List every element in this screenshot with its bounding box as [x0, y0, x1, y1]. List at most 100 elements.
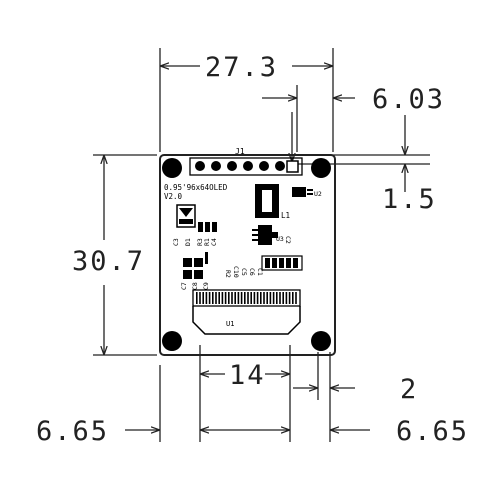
- label-d1: D1: [184, 238, 192, 246]
- fpc-pin: [288, 292, 291, 304]
- label-r2: R2: [224, 270, 232, 278]
- dim-label-bottom-left: 6.65: [36, 416, 109, 447]
- label-c8: C8: [191, 282, 199, 290]
- capacitor-c9b: [194, 270, 203, 279]
- fpc-pin: [244, 292, 246, 304]
- fpc-pin: [202, 292, 204, 304]
- label-u1: U1: [226, 320, 234, 328]
- capacitor-c8: [183, 270, 192, 279]
- fpc-pin: [218, 292, 220, 304]
- fpc-pin: [256, 292, 259, 304]
- fpc-connector-u1: [192, 289, 301, 335]
- dim-label-top-width: 27.3: [205, 52, 278, 83]
- capacitor-c7: [183, 258, 192, 267]
- chip-u3-pin: [252, 234, 258, 236]
- fpc-pin: [272, 292, 275, 304]
- mounting-hole-top-left: [162, 158, 182, 178]
- resistor-r3: [198, 222, 203, 232]
- fpc-pin: [224, 292, 227, 304]
- mounting-holes: [162, 158, 331, 351]
- header-pin-square: [286, 160, 299, 173]
- dim-label-bottom-center: 14: [229, 360, 266, 391]
- label-c9: C9: [202, 282, 210, 290]
- fpc-pin: [208, 292, 211, 304]
- fpc-pin: [199, 292, 201, 304]
- label-c1: C1: [256, 268, 264, 276]
- dim-label-right-small: 1.5: [382, 184, 437, 215]
- header-outline: [189, 157, 303, 176]
- fpc-pin: [282, 292, 284, 304]
- fpc-pin: [237, 292, 240, 304]
- resistor-r1: [205, 222, 210, 232]
- chip-u2: [292, 187, 306, 197]
- header-pin: [195, 161, 205, 171]
- mounting-hole-top-right: [311, 158, 331, 178]
- fpc-pin: [253, 292, 256, 304]
- chip-u2-pin: [307, 193, 313, 195]
- header-pin: [259, 161, 269, 171]
- label-u2: U2: [314, 190, 322, 198]
- header-pin: [211, 161, 221, 171]
- fpc-pin: [231, 292, 233, 304]
- pad: [293, 258, 298, 268]
- label-c3: C3: [172, 238, 180, 246]
- chip-u2-pin: [307, 189, 313, 191]
- fpc-pin: [212, 292, 214, 304]
- label-r1: R1: [203, 238, 211, 246]
- label-c6: C6: [248, 268, 256, 276]
- label-r3: R3: [196, 238, 204, 246]
- capacitor-small: [205, 252, 208, 264]
- fpc-pin: [240, 292, 243, 304]
- fpc-pin: [295, 292, 297, 304]
- inductor-l1-window: [262, 190, 272, 212]
- label-model: 0.95'96x64OLED: [164, 183, 228, 192]
- board-outline: [159, 154, 336, 356]
- chip-u3-pin: [252, 229, 258, 231]
- fpc-pin: [269, 292, 272, 304]
- label-c4: C4: [210, 238, 218, 246]
- fpc-pin: [279, 292, 281, 304]
- header-pin: [243, 161, 253, 171]
- fpc-pin: [215, 292, 217, 304]
- fpc-pin: [292, 292, 294, 304]
- mounting-hole-bottom-right: [311, 331, 331, 351]
- label-c7: C7: [180, 282, 188, 290]
- fpc-pin: [196, 292, 198, 304]
- fpc-pin: [260, 292, 262, 304]
- dim-label-bottom-right: 6.65: [396, 416, 469, 447]
- dim-label-bottom-right-gap: 2: [400, 374, 418, 405]
- fpc-pin: [228, 292, 230, 304]
- mounting-hole-bottom-left: [162, 331, 182, 351]
- components: [176, 184, 313, 279]
- label-j1: J1: [235, 147, 245, 156]
- fpc-pin: [205, 292, 208, 304]
- chip-u3-pin: [252, 239, 258, 241]
- chip-u3-tab: [272, 232, 278, 238]
- label-c5: C5: [240, 268, 248, 276]
- pad: [286, 258, 291, 268]
- fpc-pin: [276, 292, 278, 304]
- dim-label-top-right-offset: 6.03: [372, 84, 445, 115]
- label-version: V2.0: [164, 192, 183, 201]
- label-c2: C2: [284, 236, 292, 244]
- capacitor-c9: [194, 258, 203, 267]
- label-c10: C10: [232, 266, 240, 278]
- fpc-pin: [247, 292, 249, 304]
- fpc-pin: [285, 292, 288, 304]
- pad: [265, 258, 270, 268]
- fpc-pin: [266, 292, 268, 304]
- capacitor-c4: [212, 222, 217, 232]
- diode-d1-band: [179, 219, 193, 224]
- fpc-body: [192, 306, 301, 335]
- header-pin: [227, 161, 237, 171]
- header-pin: [275, 161, 285, 171]
- label-l1: L1: [281, 211, 290, 220]
- fpc-pin: [234, 292, 236, 304]
- fpc-pin: [263, 292, 265, 304]
- diode-d1-symbol: [179, 208, 193, 217]
- dim-label-left-height: 30.7: [72, 246, 145, 277]
- pad: [279, 258, 284, 268]
- header-j1: [189, 157, 303, 176]
- chip-u3: [258, 225, 272, 245]
